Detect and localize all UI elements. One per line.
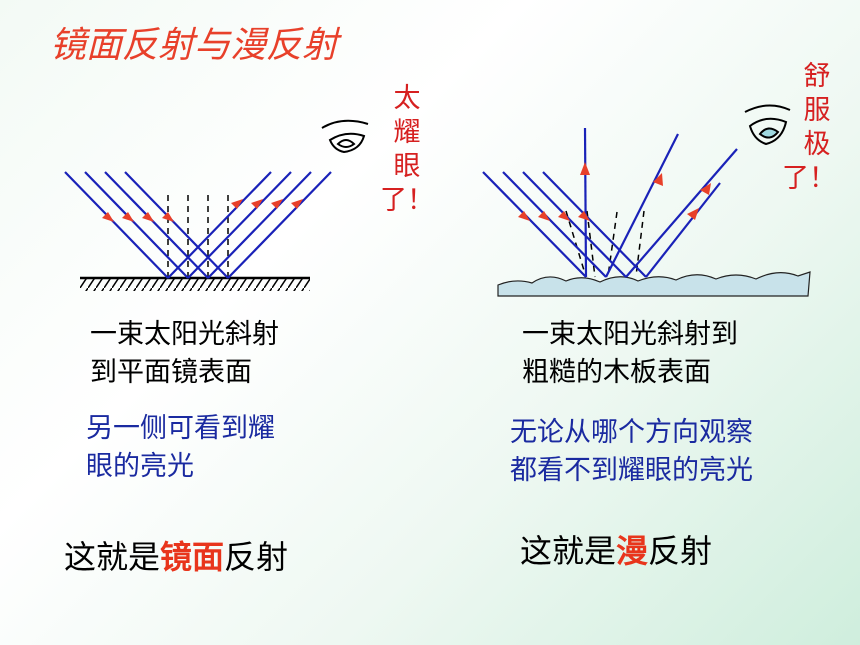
caption-line: 一束太阳光斜射到 — [522, 319, 738, 350]
wooden-board — [497, 271, 811, 297]
left-note: 另一侧可看到耀 眼的亮光 — [86, 410, 275, 486]
note-line: 另一侧可看到耀 — [86, 413, 275, 444]
right-note: 无论从哪个方向观察 都看不到耀眼的亮光 — [510, 414, 753, 490]
right-caption: 一束太阳光斜射到 粗糙的木板表面 — [522, 316, 738, 392]
conclusion-suffix: 反射 — [224, 538, 289, 576]
caption-line: 一束太阳光斜射 — [90, 319, 279, 350]
note-line: 无论从哪个方向观察 — [510, 417, 753, 448]
reflected-rays — [167, 171, 332, 279]
incident-arrows — [102, 212, 174, 222]
right-conclusion: 这就是漫反射 — [520, 526, 712, 572]
eye-icon-left — [321, 119, 369, 154]
conclusion-highlight: 镜面 — [160, 538, 225, 576]
page-title: 镜面反射与漫反射 — [50, 25, 339, 66]
incident-rays — [64, 171, 229, 279]
exclaim-comfortable: 舒 服 极 了！ — [782, 60, 836, 196]
conclusion-highlight: 漫 — [616, 532, 649, 570]
mirror-diagram — [64, 119, 369, 291]
incident-arrows-rough — [518, 211, 590, 221]
caption-line: 粗糙的木板表面 — [522, 357, 711, 388]
exclaim-char: 眼 — [393, 151, 421, 182]
eye-icon-right — [744, 104, 791, 146]
exclaim-char: 太 — [393, 83, 421, 114]
mirror-hatching — [80, 279, 310, 291]
board-diagram — [482, 104, 811, 297]
conclusion-prefix: 这就是 — [520, 532, 617, 570]
reflected-arrows-rough — [580, 162, 711, 220]
incident-rays-rough — [482, 171, 647, 278]
exclaim-char: 极 — [803, 129, 831, 160]
conclusion-suffix: 反射 — [648, 532, 713, 570]
exclaim-char: 耀 — [393, 117, 421, 148]
exclaim-char: 舒 — [803, 61, 831, 92]
normal-lines-rough — [565, 210, 645, 278]
reflected-arrows — [231, 199, 303, 209]
caption-line: 到平面镜表面 — [90, 357, 252, 388]
exclaim-char: 服 — [803, 95, 831, 126]
note-line: 都看不到耀眼的亮光 — [510, 455, 753, 486]
note-line: 眼的亮光 — [86, 451, 194, 482]
exclaim-char: 了！ — [380, 185, 434, 216]
exclaim-dazzling: 太 耀 眼 了！ — [380, 82, 434, 218]
left-conclusion: 这就是镜面反射 — [64, 532, 288, 578]
conclusion-prefix: 这就是 — [64, 538, 161, 576]
reflected-rays-rough — [583, 127, 738, 278]
left-caption: 一束太阳光斜射 到平面镜表面 — [90, 316, 279, 392]
exclaim-char: 了！ — [782, 163, 836, 194]
normal-lines — [167, 195, 229, 278]
